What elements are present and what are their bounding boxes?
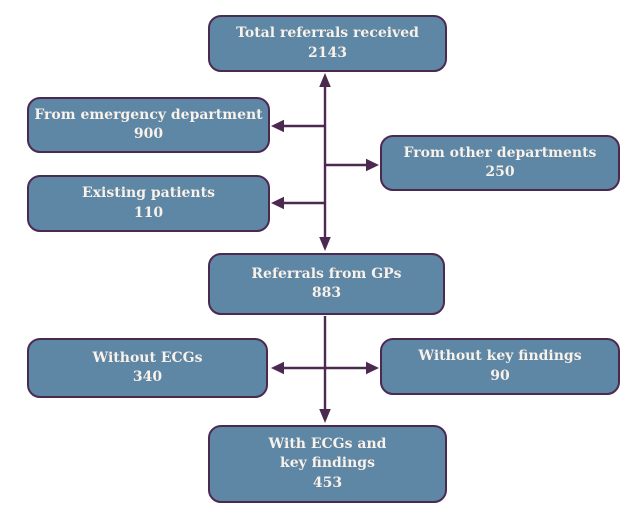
node-without-key-findings: Without key findings 90 [380,338,620,395]
node-value: 2143 [308,44,347,61]
node-label: Without ECGs [92,349,203,366]
node-existing-patients: Existing patients 110 [27,175,270,232]
node-label: Existing patients [82,185,215,201]
node-label: From other departments [403,144,597,161]
arrowhead-left-into-existing [271,196,284,210]
node-referrals-from-gps: Referrals from GPs 883 [208,253,445,315]
node-with-ecgs-and-key-findings: With ECGs and key findings 453 [208,425,447,503]
node-without-ecgs: Without ECGs 340 [27,338,268,398]
node-value: 453 [312,474,343,491]
node-value: 110 [133,204,164,221]
arrowhead-down-into-withecgs [319,409,331,423]
node-label: From emergency department [34,106,263,123]
arrowhead-left-into-emergency [271,119,284,133]
node-from-emergency-department: From emergency department 900 [27,97,270,153]
node-value: 90 [490,367,510,384]
arrowhead-down-into-gps [319,237,331,251]
arrowhead-right-into-other [366,158,379,172]
node-value: 900 [133,126,164,142]
arrowhead-left-into-withoutecgs [271,361,284,375]
node-label-line2: key findings [280,455,375,472]
node-label: Without key findings [418,348,582,364]
node-value: 883 [311,285,342,301]
arrowhead-right-into-withoutfindings [366,361,379,375]
node-value: 250 [485,164,515,180]
node-value: 340 [132,369,163,385]
arrowhead-up-into-total [319,73,331,87]
node-from-other-departments: From other departments 250 [380,135,620,191]
node-label-line1: With ECGs and [268,435,387,452]
node-total-referrals: Total referrals received 2143 [208,15,447,72]
node-label: Total referrals received [236,25,419,41]
node-label: Referrals from GPs [251,265,402,282]
